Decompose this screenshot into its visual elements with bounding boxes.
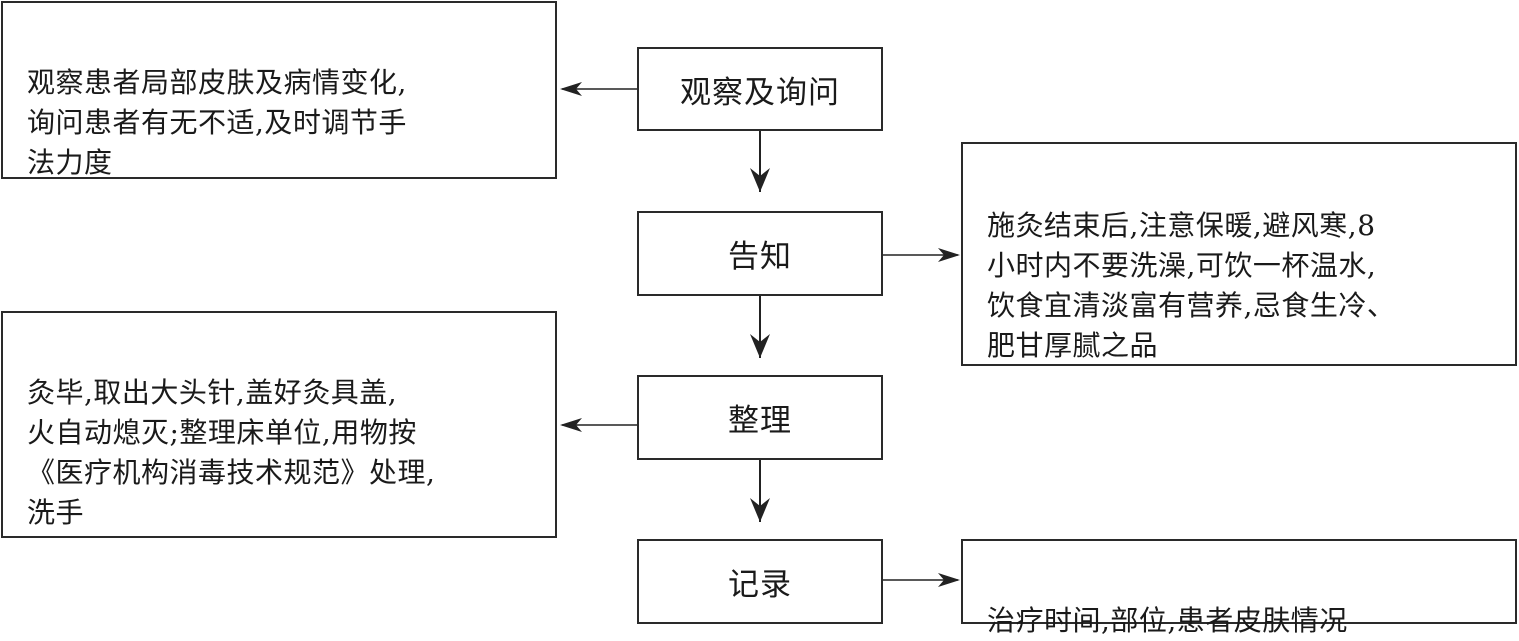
arrow-observe-to-note [560,82,637,96]
step-inform: 告知 [637,211,883,296]
step-tidy: 整理 [637,375,883,460]
step-inform-label: 告知 [728,239,792,275]
step-observe-label: 观察及询问 [680,74,840,111]
arrow-tidy-to-record [750,458,770,522]
arrow-tidy-to-note [560,418,637,432]
note-observe-text: 观察患者局部皮肤及病情变化, 询问患者有无不适,及时调节手 法力度 [27,66,407,179]
arrow-inform-to-note [882,248,960,262]
note-tidy-text: 灸毕,取出大头针,盖好灸具盖, 火自动熄灭;整理床单位,用物按 《医疗机构消毒技… [27,376,436,529]
step-tidy-label: 整理 [728,403,792,439]
note-tidy: 灸毕,取出大头针,盖好灸具盖, 火自动熄灭;整理床单位,用物按 《医疗机构消毒技… [1,311,557,538]
arrow-inform-to-tidy [750,295,770,358]
step-record: 记录 [637,539,883,624]
note-record: 治疗时间,部位,患者皮肤情况 [961,539,1517,637]
step-record-label: 记录 [728,567,792,603]
note-inform-text: 施灸结束后,注意保暖,避风寒,8 小时内不要洗澡,可饮一杯温水, 饮食宜清淡富有… [987,209,1396,362]
step-observe: 观察及询问 [637,47,883,131]
arrow-observe-to-inform [750,130,770,192]
note-observe: 观察患者局部皮肤及病情变化, 询问患者有无不适,及时调节手 法力度 [1,1,557,179]
note-inform: 施灸结束后,注意保暖,避风寒,8 小时内不要洗澡,可饮一杯温水, 饮食宜清淡富有… [961,142,1517,366]
note-record-text: 治疗时间,部位,患者皮肤情况 [987,604,1348,637]
arrow-record-to-note [882,573,960,587]
